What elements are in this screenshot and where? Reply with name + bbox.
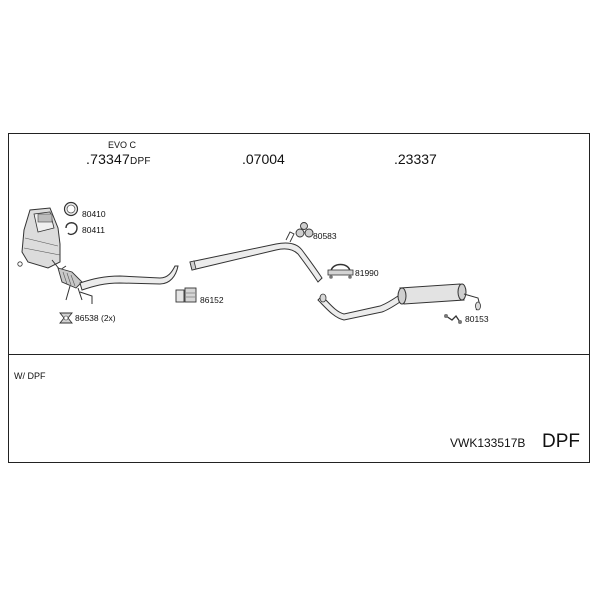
label-86152: 86152 [200,295,224,305]
clamp-80411-drawing [65,222,78,236]
part-number-main: .73347DPF [86,152,151,167]
label-80583: 80583 [313,231,337,241]
gasket-86538-drawing [59,312,73,324]
part-number-main-value: .73347 [86,151,131,167]
rear-silencer-drawing [317,283,481,321]
clamp-81990-drawing [327,263,354,279]
middle-pipe-drawing [189,242,323,283]
kit-code: VWK133517B [450,436,526,450]
dpf-badge: DPF [542,431,580,452]
front-pipe-drawing [79,265,179,291]
hanger-80153-drawing [444,314,462,324]
dpf-note: W/ DPF [14,371,46,381]
variant-label: EVO C [108,140,137,150]
label-80153: 80153 [465,314,489,324]
section-divider [8,354,590,355]
part-number-main-suffix: DPF [130,156,151,167]
label-80411: 80411 [82,225,106,235]
diagram-frame [8,133,590,463]
label-80410: 80410 [82,209,106,219]
label-81990: 81990 [355,268,379,278]
part-number-07004: .07004 [242,151,285,167]
clamp-86152-drawing [175,287,197,303]
dpf-unit-drawing [17,207,93,304]
part-number-23337: .23337 [394,151,437,167]
hanger-80583-drawing [295,222,314,238]
label-86538: 86538 (2x) [75,313,116,323]
